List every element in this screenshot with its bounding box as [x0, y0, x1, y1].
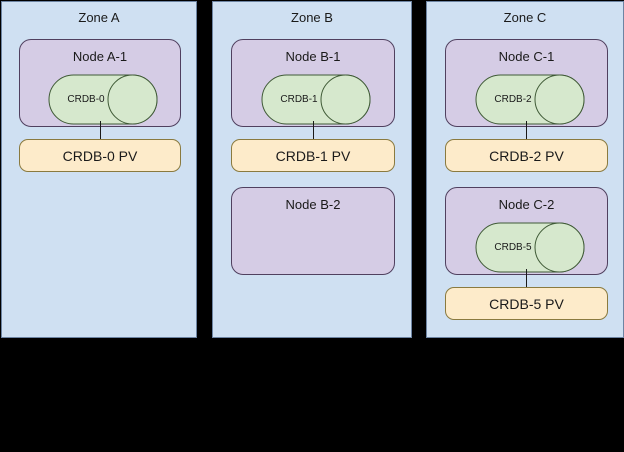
node-container-c-2: Node C-2 CRDB-5 — [445, 187, 608, 275]
database-cylinder-crdb-0: CRDB-0 — [48, 74, 158, 125]
database-cylinder-crdb-2: CRDB-2 — [475, 74, 585, 125]
node-title-c-1: Node C-1 — [498, 49, 555, 64]
volume-box-crdb-2-pv: CRDB-2 PV — [445, 139, 608, 172]
zone-container-c: Zone C Node C-1 CRDB-2 CRDB-2 PV Node C-… — [426, 1, 624, 338]
volume-label-crdb-0-pv: CRDB-0 PV — [62, 147, 138, 164]
zone-container-a: Zone A Node A-1 CRDB-0 CRDB-0 PV — [1, 1, 197, 338]
connector-a-1 — [100, 121, 101, 140]
database-label-crdb-0: CRDB-0 — [67, 94, 105, 105]
node-container-c-1: Node C-1 CRDB-2 — [445, 39, 608, 127]
node-title-b-2: Node B-2 — [285, 197, 341, 212]
zone-title-b: Zone B — [291, 10, 333, 25]
connector-c-2 — [526, 269, 527, 288]
volume-box-crdb-0-pv: CRDB-0 PV — [19, 139, 181, 172]
cylinder-icon — [48, 74, 158, 125]
database-label-crdb-5: CRDB-5 — [494, 242, 532, 253]
volume-label-crdb-5-pv: CRDB-5 PV — [489, 295, 564, 312]
zone-title-c: Zone C — [503, 10, 547, 25]
volume-box-crdb-1-pv: CRDB-1 PV — [231, 139, 395, 172]
zone-title-a: Zone A — [78, 10, 120, 25]
database-cylinder-crdb-1: CRDB-1 — [261, 74, 371, 125]
zone-container-b: Zone B Node B-1 CRDB-1 CRDB-1 PV Node B-… — [212, 1, 412, 338]
connector-b-1 — [313, 121, 314, 140]
cylinder-icon — [475, 74, 585, 125]
node-title-a-1: Node A-1 — [72, 49, 128, 64]
volume-label-crdb-2-pv: CRDB-2 PV — [489, 147, 564, 164]
node-container-b-1: Node B-1 CRDB-1 — [231, 39, 395, 127]
cylinder-icon — [261, 74, 371, 125]
node-container-a-1: Node A-1 CRDB-0 — [19, 39, 181, 127]
connector-c-1 — [526, 121, 527, 140]
volume-label-crdb-1-pv: CRDB-1 PV — [275, 147, 351, 164]
node-container-b-2: Node B-2 — [231, 187, 395, 275]
node-title-b-1: Node B-1 — [285, 49, 341, 64]
database-cylinder-crdb-5: CRDB-5 — [475, 222, 585, 273]
node-title-c-2: Node C-2 — [498, 197, 555, 212]
volume-box-crdb-5-pv: CRDB-5 PV — [445, 287, 608, 320]
database-label-crdb-1: CRDB-1 — [280, 94, 318, 105]
database-label-crdb-2: CRDB-2 — [494, 94, 532, 105]
cylinder-icon — [475, 222, 585, 273]
